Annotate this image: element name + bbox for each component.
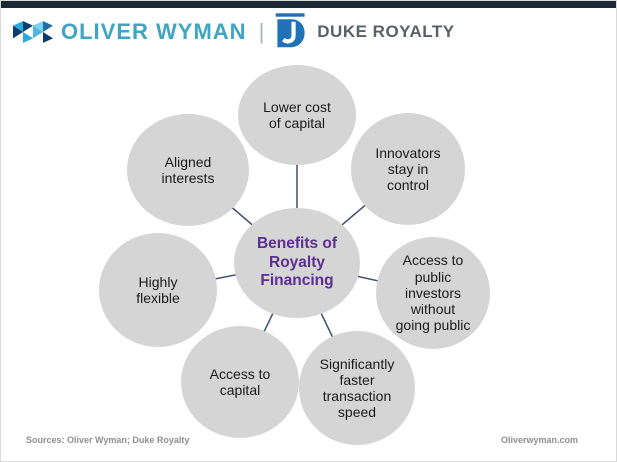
duke-royalty-wordmark: DUKE ROYALTY xyxy=(317,22,455,41)
node-label: Significantly faster transaction speed xyxy=(319,355,395,421)
node-label: Access to public investors without going… xyxy=(395,252,471,334)
node-innovators-stay-in-control: Innovators stay in control xyxy=(351,113,465,225)
header: OLIVER WYMAN | DUKE ROYALTY xyxy=(1,8,616,56)
oliver-wyman-mark-icon xyxy=(13,21,53,43)
node-label: Highly flexible xyxy=(136,273,180,306)
sources-note: Sources: Oliver Wyman; Duke Royalty xyxy=(26,435,190,445)
node-label: Lower cost of capital xyxy=(263,98,331,131)
node-highly-flexible: Highly flexible xyxy=(99,233,217,347)
center-node-benefits-of-royalty-financing: Benefits of Royalty Financing xyxy=(234,208,360,318)
brand-separator: | xyxy=(258,19,265,44)
node-label: Aligned interests xyxy=(161,153,215,186)
node-label: Access to capital xyxy=(209,365,271,398)
website-note: Oliverwyman.com xyxy=(500,435,578,445)
node-access-to-public-investors: Access to public investors without going… xyxy=(376,237,490,349)
oliver-wyman-wordmark: OLIVER WYMAN xyxy=(61,19,247,44)
node-access-to-capital: Access to capital xyxy=(181,326,299,438)
node-lower-cost-of-capital: Lower cost of capital xyxy=(238,65,356,165)
duke-royalty-mark-icon xyxy=(275,13,305,48)
oliver-wyman-logo: OLIVER WYMAN xyxy=(13,19,247,45)
node-aligned-interests: Aligned interests xyxy=(127,114,249,226)
node-label: Innovators stay in control xyxy=(375,144,441,194)
duke-royalty-logo: DUKE ROYALTY xyxy=(274,13,454,51)
top-accent-bar xyxy=(1,1,616,8)
node-faster-transaction-speed: Significantly faster transaction speed xyxy=(299,331,415,445)
center-node-label: Benefits of Royalty Financing xyxy=(256,234,338,290)
